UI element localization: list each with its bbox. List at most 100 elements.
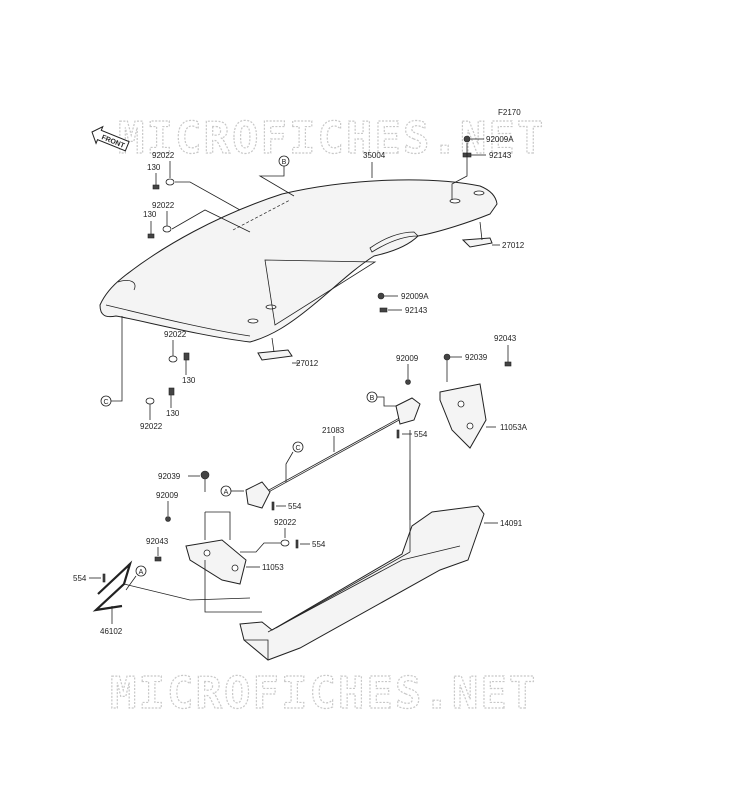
prop-rod-46102 <box>92 560 133 612</box>
callout-92043-right: 92043 <box>494 334 517 343</box>
roof-handle <box>369 231 419 253</box>
callout-11053: 11053 <box>262 563 284 572</box>
rivet-92009a-top-icon <box>463 135 471 143</box>
lower-panel-fold <box>267 545 461 633</box>
bracket-stem-left <box>271 337 275 353</box>
roof-edge-line <box>105 304 251 337</box>
bracket-11053a <box>439 383 487 449</box>
callout-554-b: 554 <box>288 502 302 511</box>
roof-hole-mid <box>265 304 277 310</box>
ref-marker-a-bottom <box>135 565 147 577</box>
leader-b-top <box>258 166 295 197</box>
clip-92039-left-icon <box>200 470 210 480</box>
callout-92022-d: 92022 <box>140 422 163 431</box>
clip-92039-right-icon <box>443 353 451 361</box>
pin-92043-left-icon <box>154 556 162 562</box>
rivet-92009-right-icon <box>405 379 411 385</box>
pin-554-d-icon <box>102 573 106 583</box>
callout-92022-a: 92022 <box>152 151 175 160</box>
leader-fasteners-a <box>175 181 241 211</box>
rod-21083-highlight <box>255 411 413 499</box>
callout-92143-mid: 92143 <box>405 306 428 315</box>
bracket-11053a-hole1 <box>457 400 465 408</box>
pin-554-b-icon <box>271 501 275 511</box>
callout-554-d: 554 <box>73 574 87 583</box>
leader-triangle <box>264 259 377 326</box>
bracket-11053 <box>185 539 247 585</box>
roof-hole-right2 <box>473 190 485 196</box>
callout-130-c: 130 <box>182 376 196 385</box>
bracket-27012-right <box>461 237 493 248</box>
rod-end-left <box>245 481 271 509</box>
washer-92022-e-icon <box>280 539 290 547</box>
washer-92022-a-icon <box>165 178 175 186</box>
leader-c-left <box>111 316 123 402</box>
leader-vertical-left <box>204 560 262 613</box>
pin-92043-right-icon <box>504 361 512 367</box>
callout-92009a-mid: 92009A <box>401 292 429 301</box>
leader-bracket-11053-box <box>204 511 231 540</box>
bracket-11053-hole2 <box>231 564 239 572</box>
bracket-11053-hole1 <box>203 549 211 557</box>
nut-92143-mid-icon <box>379 307 388 313</box>
callout-130-d: 130 <box>166 409 180 418</box>
leader-fasteners-b <box>171 209 251 233</box>
washer-92022-d-icon <box>145 397 155 405</box>
lower-panel-fold2 <box>275 551 411 629</box>
callout-130-b: 130 <box>143 210 157 219</box>
callout-92143-top: 92143 <box>489 151 512 160</box>
callout-130-a: 130 <box>147 163 161 172</box>
rivet-92009a-mid-icon <box>377 292 385 300</box>
callout-92009-right: 92009 <box>396 354 419 363</box>
ref-a-left: A <box>224 489 229 496</box>
callout-92022-c: 92022 <box>164 330 187 339</box>
callout-92039-left: 92039 <box>158 472 181 481</box>
leader-hw-top <box>451 143 468 200</box>
figure-code: F2170 <box>498 108 521 117</box>
watermark-bottom: MICROFICHES.NET <box>110 668 537 719</box>
watermark-top: MICROFICHES.NET <box>118 113 545 164</box>
bolt-130-d-icon <box>168 387 175 396</box>
bracket-11053a-hole2 <box>466 422 474 430</box>
pin-554-c-icon <box>295 539 299 549</box>
callout-11053a: 11053A <box>500 423 528 432</box>
lower-panel-14091 <box>239 505 485 661</box>
washer-92022-c-icon <box>168 355 178 363</box>
washer-92022-b-icon <box>162 225 172 233</box>
callout-27012-right: 27012 <box>502 241 525 250</box>
roof-hole-right <box>449 198 461 204</box>
leader-prop-rod <box>123 583 251 601</box>
ref-c-mid: C <box>295 445 300 452</box>
callout-554-c: 554 <box>312 540 326 549</box>
ref-b-right: B <box>370 395 375 402</box>
bolt-130-c-icon <box>183 352 190 361</box>
bracket-27012-left <box>257 349 293 361</box>
roof-seam <box>232 199 291 231</box>
leader-b-right <box>377 396 404 407</box>
roof-vent <box>117 280 136 291</box>
callout-14091: 14091 <box>500 519 523 528</box>
callout-92009-left: 92009 <box>156 491 179 500</box>
bracket-stem-right <box>479 221 483 241</box>
ref-a-bottom: A <box>139 569 144 576</box>
callout-92043-left: 92043 <box>146 537 169 546</box>
rivet-92009-left-icon <box>165 516 171 522</box>
callout-27012-left: 27012 <box>296 359 319 368</box>
callout-46102: 46102 <box>100 627 123 636</box>
callout-21083: 21083 <box>322 426 345 435</box>
roof-hole-left <box>247 318 259 324</box>
callout-92009a-top: 92009A <box>486 135 514 144</box>
callout-92022-b: 92022 <box>152 201 175 210</box>
lower-panel-flange <box>244 639 269 660</box>
bolt-130-a-icon <box>152 184 160 190</box>
callout-92039-right: 92039 <box>465 353 488 362</box>
callout-92022-e: 92022 <box>274 518 297 527</box>
pin-554-a-icon <box>396 429 400 439</box>
ref-c-left: C <box>103 399 108 406</box>
leader-a-bottom <box>125 575 137 591</box>
ref-b-top: B <box>282 159 287 166</box>
leader-92022-e-link <box>240 542 281 553</box>
rod-end-right <box>395 397 421 425</box>
